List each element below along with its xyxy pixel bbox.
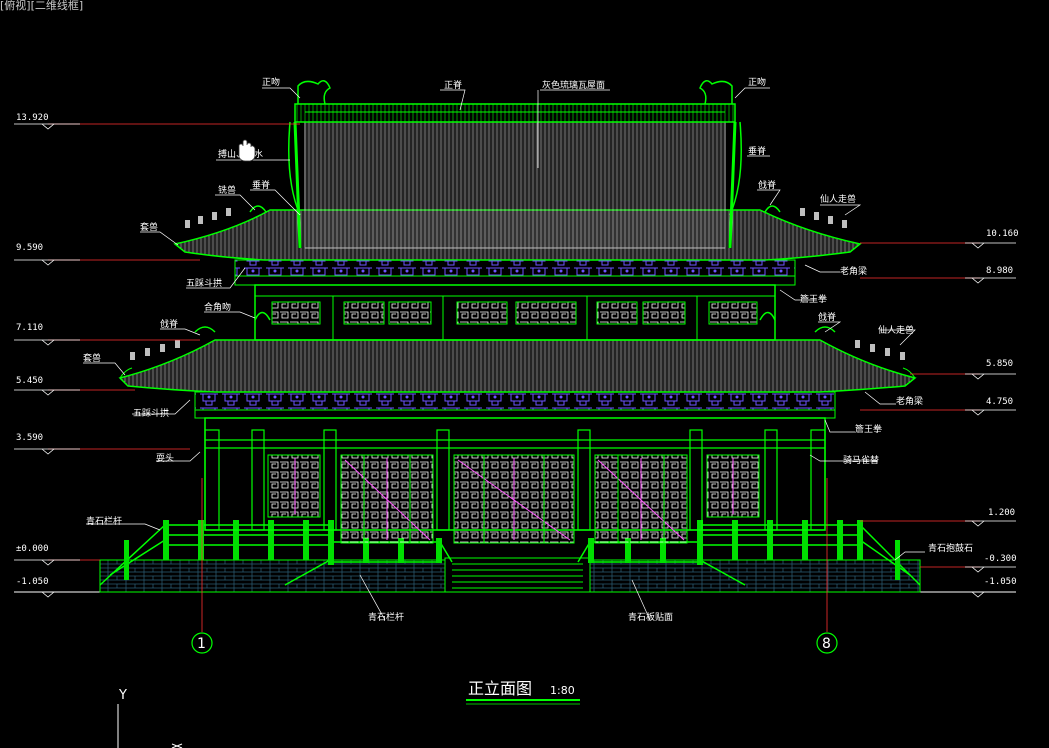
level-right-4: 4.750 xyxy=(986,397,1013,407)
label-taoshou-top: 套兽 xyxy=(140,221,158,233)
label-qingshi-langan-left: 青石栏杆 xyxy=(86,515,122,527)
level-left-6: ±0.000 xyxy=(16,544,49,554)
level-right-5: 1.200 xyxy=(988,508,1015,518)
label-zhengji: 正脊 xyxy=(444,79,462,91)
upper-storey xyxy=(254,284,776,341)
label-roof-tile: 灰色琉璃瓦屋面 xyxy=(542,79,605,91)
label-qima: 骑马雀替 xyxy=(843,454,879,466)
level-left-7: -1.050 xyxy=(16,577,49,587)
stone-platform xyxy=(99,557,921,593)
level-left-3: 7.110 xyxy=(16,323,43,333)
level-right-6: -0.300 xyxy=(984,554,1017,564)
annotation-leaders xyxy=(83,87,925,621)
level-left-1: 13.920 xyxy=(16,113,49,123)
drawing-title: 正立面图 xyxy=(468,679,532,698)
label-xianren-bottom: 仙人走兽 xyxy=(878,324,914,336)
label-zhengwen-left: 正吻 xyxy=(262,76,280,88)
label-wucai-bottom: 五踩斗拱 xyxy=(133,407,169,419)
roof-figurines xyxy=(130,208,905,360)
drawing-scale: 1:80 xyxy=(550,684,575,697)
level-left-5: 3.590 xyxy=(16,433,43,443)
level-marks xyxy=(14,123,1016,598)
grid-axes xyxy=(201,478,828,632)
label-taoshou-bottom: 套兽 xyxy=(83,352,101,364)
label-zhuotou-bottom: 簷王拳 xyxy=(855,423,882,435)
ucs-y-label: Y xyxy=(118,688,127,703)
label-hejiaowen: 合角吻 xyxy=(204,301,231,313)
label-laojiaoliang-top: 老角梁 xyxy=(840,265,867,277)
grid-bubbles xyxy=(191,632,838,654)
level-right-2: 8.980 xyxy=(986,266,1013,276)
ground-lattice-doors xyxy=(267,454,760,544)
grid-label-left: 1 xyxy=(197,636,206,652)
ucs-icon xyxy=(117,704,183,748)
ground-floor-facade xyxy=(204,417,826,531)
level-left-2: 9.590 xyxy=(16,243,43,253)
label-qingshi-langan-bottom: 青石栏杆 xyxy=(368,611,404,623)
level-right-3: 5.850 xyxy=(986,359,1013,369)
label-laojiaoliang-bottom: 老角梁 xyxy=(896,395,923,407)
grid-label-right: 8 xyxy=(822,636,831,652)
label-qiangji-right: 戗脊 xyxy=(818,311,836,323)
label-chuiji-left: 垂脊 xyxy=(252,179,270,191)
level-right-1: 10.160 xyxy=(986,229,1019,239)
label-xianren-top: 仙人走兽 xyxy=(820,193,856,205)
label-wucai-top: 五踩斗拱 xyxy=(186,277,222,289)
label-shuatou: 耍头 xyxy=(156,453,174,464)
label-chuiji: 垂脊 xyxy=(748,145,766,157)
label-qingshi-baogu: 青石抱鼓石 xyxy=(928,542,973,554)
label-qiangji-right-top: 戗脊 xyxy=(758,179,776,191)
label-xiaoshou: 铣兽 xyxy=(218,184,236,196)
main-roof xyxy=(288,103,742,249)
viewport-label[interactable]: [俯视][二维线框] xyxy=(0,0,84,12)
ridge-ornaments xyxy=(194,80,836,333)
label-zhuotou-top: 簷王拳 xyxy=(800,293,827,305)
level-left-4: 5.450 xyxy=(16,376,43,386)
label-qiangji-left: 戗脊 xyxy=(160,318,178,330)
lower-roof xyxy=(118,339,917,419)
label-zhengwen-right: 正吻 xyxy=(748,76,766,88)
hand-cursor-icon xyxy=(238,139,256,162)
label-qingshi-tiemian: 青石板贴面 xyxy=(628,611,673,623)
level-right-7: -1.050 xyxy=(984,577,1017,587)
title-underline xyxy=(466,699,580,705)
balustrade-posts xyxy=(124,520,900,580)
